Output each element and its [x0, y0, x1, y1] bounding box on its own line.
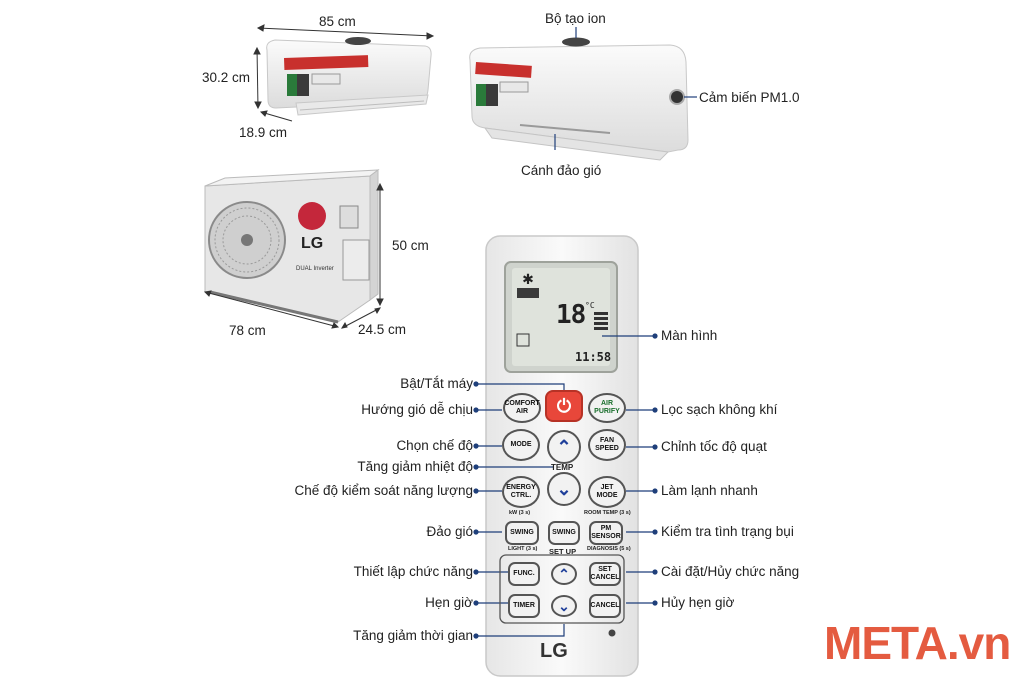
power-icon: ⏻ [556, 396, 572, 416]
fan-callout: Chỉnh tốc độ quạt [661, 439, 767, 454]
purify-callout: Lọc sạch không khí [661, 402, 778, 417]
mode-callout: Chọn chế độ [396, 438, 473, 453]
setup-section-label: SET UP [549, 547, 577, 556]
timer-callout: Hẹn giờ [425, 595, 473, 610]
lcd-time: 11:58 [575, 350, 612, 364]
temp-section-label: TEMP [551, 463, 574, 472]
pm-sensor-button[interactable]: PM SENSOR [589, 521, 623, 545]
vane-label: Cánh đảo gió [521, 163, 602, 178]
func-callout: Thiết lập chức năng [353, 564, 473, 579]
indoor-unit-front [266, 37, 432, 116]
jet-mode-button[interactable]: JET MODE [588, 476, 626, 508]
indoor-dim-lines [253, 24, 435, 122]
meta-watermark: META.vn [824, 617, 1011, 669]
temp-callout: Tăng giảm nhiệt độ [357, 459, 473, 474]
indoor-callout-lines [554, 27, 697, 150]
outdoor-width-label: 78 cm [229, 323, 266, 338]
set-cancel-callout: Cài đặt/Hủy chức năng [661, 564, 800, 579]
outdoor-dim-lines [203, 182, 384, 329]
dust-callout: Kiểm tra tình trạng bụi [661, 524, 794, 539]
diagnosis-sublabel: DIAGNOSIS (5 s) [587, 546, 631, 552]
indoor-height-label: 30.2 cm [202, 70, 251, 85]
outdoor-model-label: DUAL Inverter [296, 266, 334, 272]
ion-generator-label: Bộ tạo ion [545, 11, 606, 26]
temp-down-button[interactable]: ⌄ [547, 472, 581, 506]
air-purify-button[interactable]: AIR PURIFY [588, 393, 626, 423]
mode-button[interactable]: MODE [502, 429, 540, 461]
comfort-air-button[interactable]: COMFORT AIR [503, 393, 541, 423]
remote-lg-logo: LG [540, 640, 568, 662]
chevron-up-icon: ⌃ [558, 566, 570, 582]
comfort-callout: Hướng gió dễ chịu [361, 402, 473, 417]
time-down-button[interactable]: ⌄ [551, 595, 577, 617]
cancel-timer-callout: Hủy hẹn giờ [661, 595, 735, 610]
screen-callout: Màn hình [661, 328, 718, 343]
swing-vertical-button[interactable]: SWING [505, 521, 539, 545]
chevron-down-icon: ⌄ [556, 479, 572, 499]
chevron-down-icon: ⌄ [558, 598, 570, 614]
outdoor-height-label: 50 cm [392, 238, 429, 253]
room-temp-sublabel: ROOM TEMP (3 s) [584, 510, 631, 516]
kw-sublabel: kW (3 s) [509, 510, 531, 516]
indoor-depth-label: 18.9 cm [239, 125, 288, 140]
indoor-unit-side [469, 37, 689, 161]
indoor-width-label: 85 cm [319, 14, 356, 29]
lcd-temp-unit: °C [585, 301, 595, 310]
set-cancel-button[interactable]: SET CANCEL [589, 562, 621, 586]
time-up-button[interactable]: ⌃ [551, 563, 577, 585]
pm-sensor-label: Cảm biến PM1.0 [699, 90, 800, 105]
power-callout: Bật/Tắt máy [400, 376, 473, 391]
callout-lines [473, 333, 658, 639]
energy-ctrl-button[interactable]: ENERGY CTRL. [502, 476, 540, 508]
time-adjust-callout: Tăng giảm thời gian [353, 628, 473, 643]
cancel-timer-button[interactable]: CANCEL [589, 594, 621, 618]
temp-up-button[interactable]: ⌃ [547, 430, 581, 464]
swing-horizontal-button[interactable]: SWING [548, 521, 580, 545]
func-button[interactable]: FUNC. [508, 562, 540, 586]
power-button[interactable]: ⏻ [545, 390, 583, 422]
lcd-temperature: 18 [556, 300, 586, 330]
outdoor-brand-logo: LG [301, 235, 324, 252]
light-sublabel: LIGHT (3 s) [508, 546, 538, 552]
svg-text:✱: ✱ [522, 271, 534, 287]
swing-callout: Đảo gió [426, 524, 473, 539]
outdoor-depth-label: 24.5 cm [358, 322, 407, 337]
fan-speed-button[interactable]: FAN SPEED [588, 429, 626, 461]
energy-callout: Chế độ kiểm soát năng lượng [294, 483, 474, 498]
jet-callout: Làm lạnh nhanh [661, 483, 758, 498]
setup-frame [499, 554, 625, 624]
chevron-up-icon: ⌃ [556, 437, 572, 457]
outdoor-unit [204, 169, 380, 324]
timer-button[interactable]: TIMER [508, 594, 540, 618]
